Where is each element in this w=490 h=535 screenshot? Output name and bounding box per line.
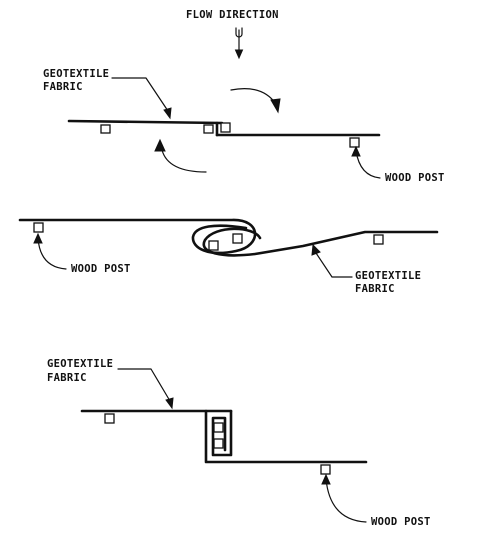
leader-line [315,252,353,278]
wood-post [220,122,231,133]
leader-line [117,368,171,402]
wood-post [104,413,115,424]
wood-post [213,422,224,433]
wood-post [213,438,224,449]
wood-post-label: WOOD POST [71,263,131,275]
detail-2-rolled: WOOD POST GEOTEXTILE FABRIC [18,218,439,295]
wood-post [208,240,219,251]
rotation-arrow-icon [154,138,207,173]
wood-post [100,124,111,134]
flow-arrow-icon [234,27,244,60]
fabric-left-section [67,119,224,125]
wood-post [320,464,331,475]
wood-post [373,234,384,245]
geotextile-fabric-label-line2: FABRIC [47,372,87,384]
wood-post [203,124,214,134]
flow-direction-indicator: FLOW DIRECTION [186,9,279,60]
flow-direction-label: FLOW DIRECTION [186,9,279,21]
wood-post-label: WOOD POST [385,172,445,184]
wood-post [33,222,44,233]
geotextile-fabric-label-line1: GEOTEXTILE [47,358,113,370]
fabric-left-rolled [18,218,257,255]
wood-post-label: WOOD POST [371,516,431,528]
wood-post [349,137,360,148]
rotation-arrow-icon [230,88,281,114]
wood-post [232,233,243,244]
leader-line [325,478,367,523]
leader-line [111,77,169,112]
geotextile-fabric-label-line2: FABRIC [355,283,395,295]
detail-3-folded: GEOTEXTILE FABRIC WOOD POST [47,358,431,528]
fabric-right-rolled [202,227,439,257]
fabric-fold [204,409,368,464]
geotextile-fabric-label-line1: GEOTEXTILE [43,68,109,80]
geotextile-fabric-label-line1: GEOTEXTILE [355,270,421,282]
detail-1-overlap: GEOTEXTILE FABRIC WOOD POST [43,68,445,184]
geotextile-fabric-label-line2: FABRIC [43,81,83,93]
